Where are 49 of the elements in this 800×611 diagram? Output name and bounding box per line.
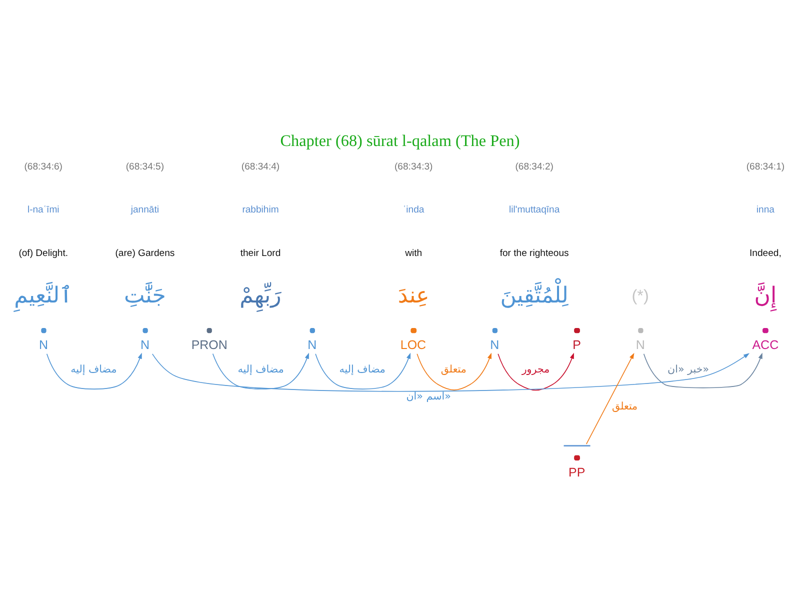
edge-label: اسم «ان»	[406, 390, 451, 402]
label: عِندَ	[398, 284, 430, 309]
node-label: PP	[568, 465, 586, 480]
arrow	[212, 352, 309, 390]
label: for the righteous	[500, 248, 569, 260]
label: (68:34:1)	[746, 161, 785, 172]
label: (are) Gardens	[115, 248, 175, 260]
label: l-naʿīmi	[27, 204, 60, 216]
edge-label: مضاف إليه	[238, 364, 284, 376]
edge-label: متعلق	[440, 364, 466, 376]
edge-label: مجرور	[522, 364, 550, 376]
node-label: P	[572, 338, 581, 352]
label: rabbihim	[242, 204, 279, 216]
node-label: N	[140, 338, 150, 352]
label: their Lord	[240, 248, 281, 260]
label: (68:34:3)	[394, 161, 433, 172]
edge-label: مضاف إليه	[339, 364, 386, 376]
arrow	[416, 352, 492, 390]
node-label: N	[490, 338, 500, 352]
label: إِنَّ	[754, 284, 777, 309]
node-label: ACC	[752, 338, 779, 352]
label: jannāti	[130, 204, 160, 216]
label: inna	[756, 204, 774, 216]
arrow	[586, 352, 634, 444]
node-label: N	[308, 338, 317, 352]
label: lil'muttaqīna	[509, 204, 560, 216]
node-label: LOC	[400, 338, 426, 352]
label: (68:34:6)	[24, 161, 62, 172]
label: (of) Delight.	[18, 248, 68, 260]
label: Indeed,	[750, 248, 782, 260]
diagram-title: Chapter (68) sūrat l-qalam (The Pen)	[280, 132, 520, 150]
label: with	[405, 248, 422, 260]
node-label: N	[636, 338, 645, 352]
arrow	[315, 352, 411, 390]
label: (68:34:4)	[241, 161, 280, 172]
edge-label: خبر «ان»	[668, 364, 710, 376]
arrow	[498, 352, 574, 391]
edge-label: متعلق	[612, 400, 638, 412]
edge-label: مضاف إليه	[70, 364, 117, 376]
label: (*)	[632, 287, 649, 306]
label: (68:34:2)	[515, 161, 554, 172]
arrow	[46, 352, 142, 390]
arrow	[643, 352, 762, 388]
label: (68:34:5)	[126, 161, 164, 172]
label: ʿinda	[403, 204, 424, 216]
label: جَنَّٰتِ	[124, 284, 166, 309]
node-label: PRON	[191, 338, 228, 352]
node-label: N	[38, 338, 48, 352]
arrow	[152, 353, 750, 392]
